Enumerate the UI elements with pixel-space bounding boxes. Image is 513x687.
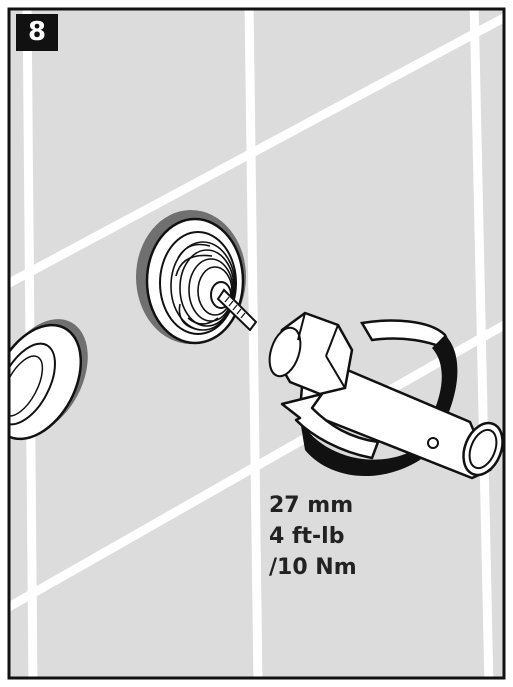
rotation-band-front <box>300 420 420 477</box>
grout-line <box>469 9 494 678</box>
trim-plate <box>9 319 88 441</box>
valve-cartridge-icon <box>136 210 258 345</box>
grout-line <box>9 12 504 289</box>
torque-spec: 27 mm 4 ft-lb /10 Nm <box>269 490 357 583</box>
grout-line <box>9 319 504 613</box>
torque-metric-label: /10 Nm <box>269 555 357 580</box>
clockwise-rotation-arrow-icon <box>280 392 380 460</box>
socket-wrench-icon <box>268 311 504 480</box>
grout-line <box>244 9 263 678</box>
frame-border <box>7 7 506 680</box>
step-number-badge: 8 <box>16 14 58 51</box>
torque-imperial-label: 4 ft-lb <box>269 524 345 549</box>
wrench-size-label: 27 mm <box>269 493 354 518</box>
